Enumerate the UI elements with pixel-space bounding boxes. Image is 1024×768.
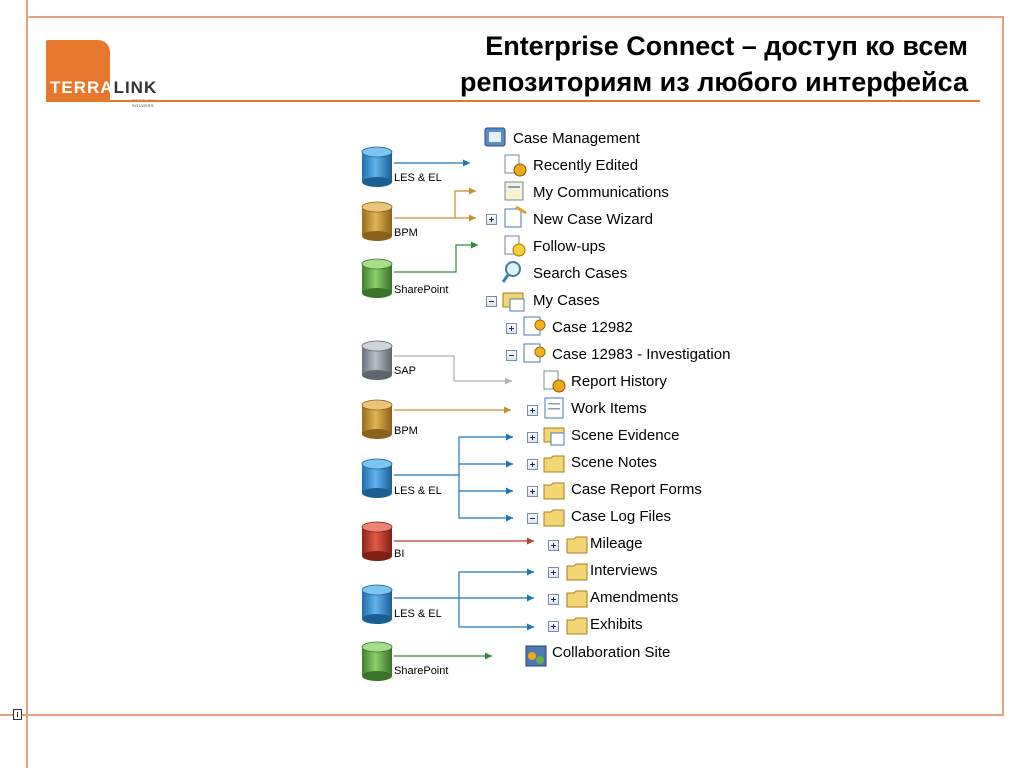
tree-item-follow-ups[interactable]: Follow-ups [533, 238, 606, 255]
frame-top-line [28, 16, 1004, 18]
tree-item-report-history[interactable]: Report History [571, 373, 667, 390]
repo-label-les-el-3: LES & EL [394, 608, 442, 620]
search-icon [501, 261, 521, 283]
case-log-files-icon [543, 509, 565, 527]
scene-evidence-icon [543, 427, 565, 446]
expand-new-case-wizard-icon[interactable] [486, 214, 497, 225]
repo-cylinder-sharepoint-2 [361, 641, 393, 681]
follow-up-icon [504, 235, 526, 257]
repo-cylinder-les-el-3 [361, 584, 393, 624]
connector-sharepoint-1 [394, 241, 478, 273]
repo-label-les-el-1: LES & EL [394, 172, 442, 184]
tree-item-scene-notes[interactable]: Scene Notes [571, 454, 657, 471]
work-items-icon [544, 397, 564, 419]
repo-cylinder-sharepoint-1 [361, 258, 393, 298]
expand-work-items-icon[interactable] [527, 405, 538, 416]
tree-item-case-12983[interactable]: Case 12983 - Investigation [552, 346, 731, 363]
logo-wordmark: TERRALINK [50, 78, 158, 97]
connector-bpm-1-a [394, 187, 476, 219]
repo-cylinder-les-el-2 [361, 458, 393, 498]
tree-item-amendments[interactable]: Amendments [590, 589, 679, 606]
amendments-folder-icon [566, 590, 588, 608]
title-line-1: Enterprise Connect – доступ ко всем [485, 31, 968, 61]
tree-item-my-communications[interactable]: My Communications [533, 184, 669, 201]
frame-left-line [26, 0, 28, 768]
collapse-case-log-files-icon[interactable] [527, 513, 538, 524]
case-report-forms-icon [543, 482, 565, 500]
repo-cylinder-bi [361, 521, 393, 561]
tree-item-interviews[interactable]: Interviews [590, 562, 658, 579]
expand-exhibits-icon[interactable] [548, 621, 559, 632]
tree-item-work-items[interactable]: Work Items [571, 400, 647, 417]
report-history-icon [543, 370, 566, 393]
slide-marker-icon [13, 709, 22, 720]
connector-les-el-2 [394, 436, 513, 519]
connector-sap [394, 355, 512, 385]
tree-item-mileage[interactable]: Mileage [590, 535, 643, 552]
mileage-folder-icon [566, 536, 588, 554]
repo-label-les-el-2: LES & EL [394, 485, 442, 497]
tree-item-collaboration-site[interactable]: Collaboration Site [552, 644, 671, 661]
case-12982-icon [523, 316, 546, 336]
case-12983-icon [523, 343, 546, 363]
exhibits-folder-icon [566, 617, 588, 635]
repo-cylinder-bpm-2 [361, 399, 393, 439]
expand-scene-notes-icon[interactable] [527, 459, 538, 470]
collaboration-icon [525, 645, 547, 667]
communications-icon [504, 181, 524, 201]
collapse-case-12983-icon[interactable] [506, 350, 517, 361]
expand-case-12982-icon[interactable] [506, 323, 517, 334]
expand-mileage-icon[interactable] [548, 540, 559, 551]
frame-bottom-line [0, 714, 1004, 716]
tree-item-exhibits[interactable]: Exhibits [590, 616, 643, 633]
scene-notes-icon [543, 455, 565, 473]
repo-cylinder-bpm-1 [361, 201, 393, 241]
repo-label-bi: BI [394, 548, 405, 560]
tree-item-recently-edited[interactable]: Recently Edited [533, 157, 639, 174]
repo-label-bpm-1: BPM [394, 227, 418, 239]
connector-les-el-3 [394, 571, 534, 628]
tree-item-scene-evidence[interactable]: Scene Evidence [571, 427, 680, 444]
repo-label-sharepoint-1: SharePoint [394, 284, 449, 296]
collapse-my-cases-icon[interactable] [486, 296, 497, 307]
my-cases-icon [502, 292, 525, 312]
interviews-folder-icon [566, 563, 588, 581]
expand-scene-evidence-icon[interactable] [527, 432, 538, 443]
repo-cylinder-les-el-1 [361, 146, 393, 187]
tree-item-case-12982[interactable]: Case 12982 [552, 319, 633, 336]
terralink-logo: TERRALINK PROBLEM SOLVERS [46, 40, 160, 108]
expand-interviews-icon[interactable] [548, 567, 559, 578]
case-management-icon [484, 127, 506, 147]
expand-case-report-forms-icon[interactable] [527, 486, 538, 497]
repo-label-bpm-2: BPM [394, 425, 418, 437]
page-title: Enterprise Connect – доступ ко всем репо… [460, 28, 968, 100]
tree-item-search-cases[interactable]: Search Cases [533, 265, 628, 282]
title-line-2: репозиториям из любого интерфейса [460, 67, 968, 97]
wizard-icon [504, 205, 527, 228]
logo-orange-box [46, 40, 110, 102]
repo-label-sharepoint-2: SharePoint [394, 665, 449, 677]
tree-item-case-log-files[interactable]: Case Log Files [571, 508, 672, 525]
expand-amendments-icon[interactable] [548, 594, 559, 605]
tree-item-case-management[interactable]: Case Management [513, 130, 640, 147]
tree-item-new-case-wizard[interactable]: New Case Wizard [533, 211, 654, 228]
repo-cylinder-sap [361, 340, 393, 380]
title-divider [46, 100, 980, 102]
tree-item-case-report-forms[interactable]: Case Report Forms [571, 481, 702, 498]
repo-label-sap: SAP [394, 365, 417, 377]
tree-item-my-cases[interactable]: My Cases [533, 292, 600, 309]
recently-edited-icon [504, 154, 527, 177]
frame-right-line [1002, 16, 1004, 716]
